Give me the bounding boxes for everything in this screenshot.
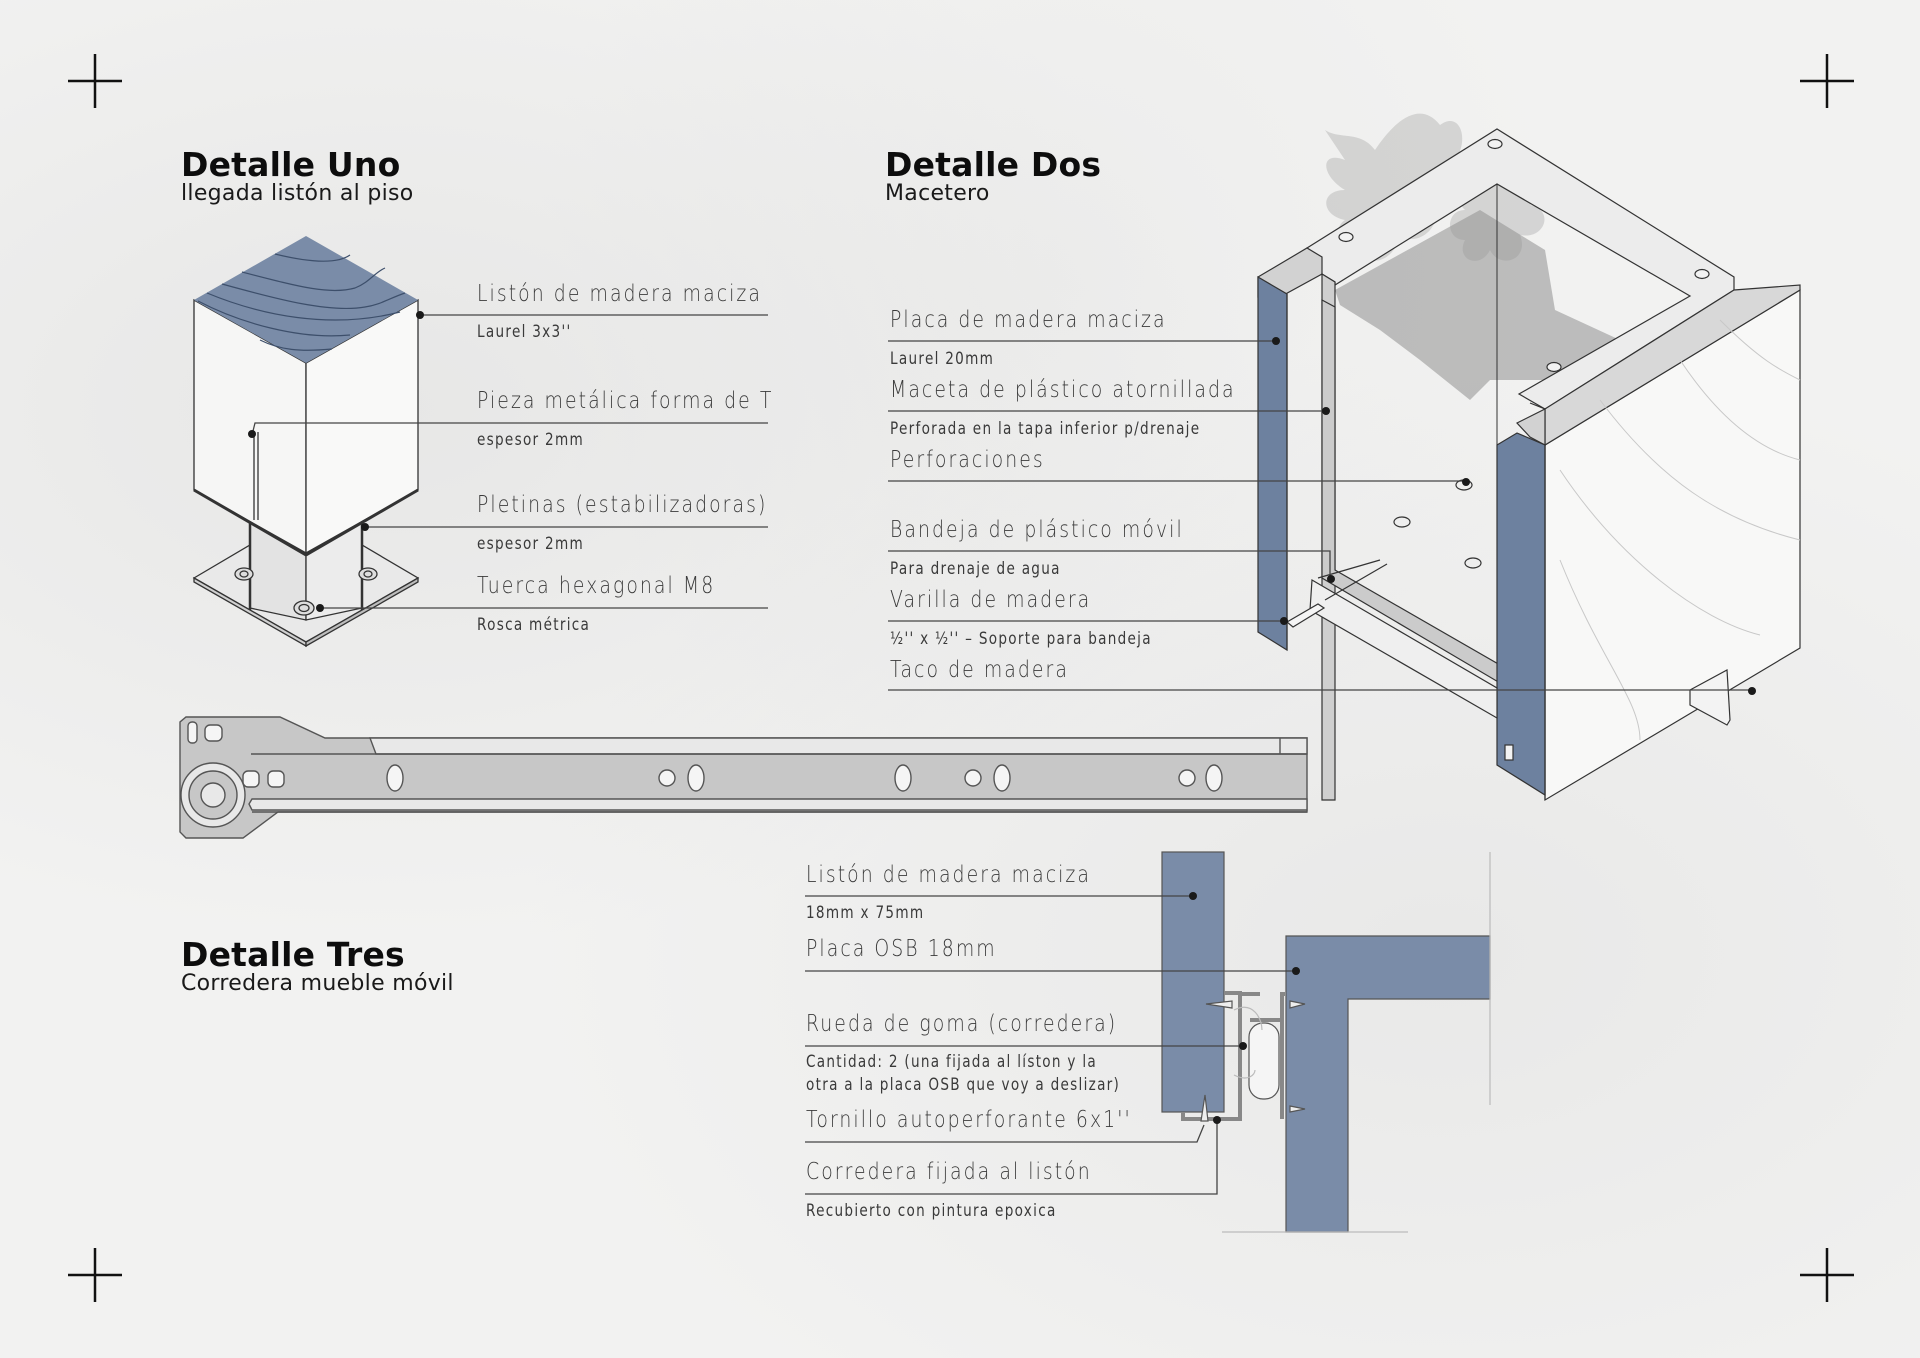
callout-label: Bandeja de plástico móvil	[890, 517, 1184, 543]
nut-icon	[293, 600, 315, 616]
slide-section-drawing	[1161, 851, 1491, 1233]
crop-mark-bottom-left-icon	[68, 1248, 122, 1302]
callout-note: ½'' x ½'' – Soporte para bandeja	[890, 629, 1152, 649]
callout-label: Pieza metálica forma de T	[477, 388, 774, 414]
detail-one-title: Detalle Uno	[181, 145, 401, 184]
detail-one-drawing	[192, 236, 420, 648]
callout-label: Perforaciones	[890, 447, 1045, 473]
callout-label: Maceta de plástico atornillada	[890, 377, 1236, 403]
callout-label: Placa de madera maciza	[890, 307, 1167, 333]
callout-note: espesor 2mm	[477, 430, 585, 450]
nut-icon	[358, 567, 378, 581]
drain-hole-icon	[1393, 479, 1482, 569]
leader-dots	[248, 311, 424, 612]
crop-mark-bottom-right-icon	[1800, 1248, 1854, 1302]
leader-dots	[1272, 337, 1756, 695]
callout-label: Pletinas (estabilizadoras)	[477, 492, 768, 518]
detail-two-subtitle: Macetero	[885, 181, 990, 206]
callout-label: Tornillo autoperforante 6x1''	[806, 1107, 1132, 1133]
detail-one-subtitle: llegada listón al piso	[181, 181, 414, 206]
callout-label: Corredera fijada al listón	[806, 1159, 1092, 1185]
callout-note: espesor 2mm	[477, 534, 585, 554]
detail-three-title: Detalle Tres	[181, 935, 405, 974]
detail-two-leaders	[888, 340, 1752, 691]
nut-icon	[234, 567, 254, 581]
detail-two-drawing	[1257, 113, 1801, 802]
crop-mark-top-left-icon	[68, 54, 122, 108]
screw-icon	[1338, 138, 1710, 373]
callout-label: Taco de madera	[890, 657, 1069, 683]
detail-two-title: Detalle Dos	[885, 145, 1102, 184]
callout-note: Laurel 20mm	[890, 349, 995, 369]
rail-hole-icon	[187, 721, 1223, 792]
callout-note: 18mm x 75mm	[806, 903, 925, 923]
callout-label: Varilla de madera	[890, 587, 1092, 613]
callout-note: Rosca métrica	[477, 615, 591, 635]
leader-dots	[1189, 892, 1300, 1124]
wheel-icon	[180, 762, 246, 828]
detail-three-subtitle: Corredera mueble móvil	[181, 971, 454, 996]
crop-mark-top-right-icon	[1800, 54, 1854, 108]
crop-marks	[68, 54, 1854, 1302]
detail-three-leaders	[805, 895, 1296, 1195]
callout-note: Perforada en la tapa inferior p/drenaje	[890, 419, 1201, 439]
callout-label: Tuerca hexagonal M8	[477, 573, 716, 599]
callout-note: otra a la placa OSB que voy a deslizar)	[806, 1075, 1121, 1095]
callout-note: Cantidad: 2 (una fijada al líston y la	[806, 1052, 1098, 1072]
screw-icon	[1200, 1000, 1306, 1122]
callout-label: Rueda de goma (corredera)	[806, 1011, 1118, 1037]
callout-label: Listón de madera maciza	[806, 862, 1091, 888]
callout-label: Listón de madera maciza	[477, 281, 762, 307]
callout-note: Para drenaje de agua	[890, 559, 1061, 579]
slide-rail-drawing	[179, 716, 1308, 839]
callout-note: Recubierto con pintura epoxica	[806, 1201, 1057, 1221]
callout-note: Laurel 3x3''	[477, 322, 572, 342]
callout-label: Placa OSB 18mm	[806, 936, 997, 962]
